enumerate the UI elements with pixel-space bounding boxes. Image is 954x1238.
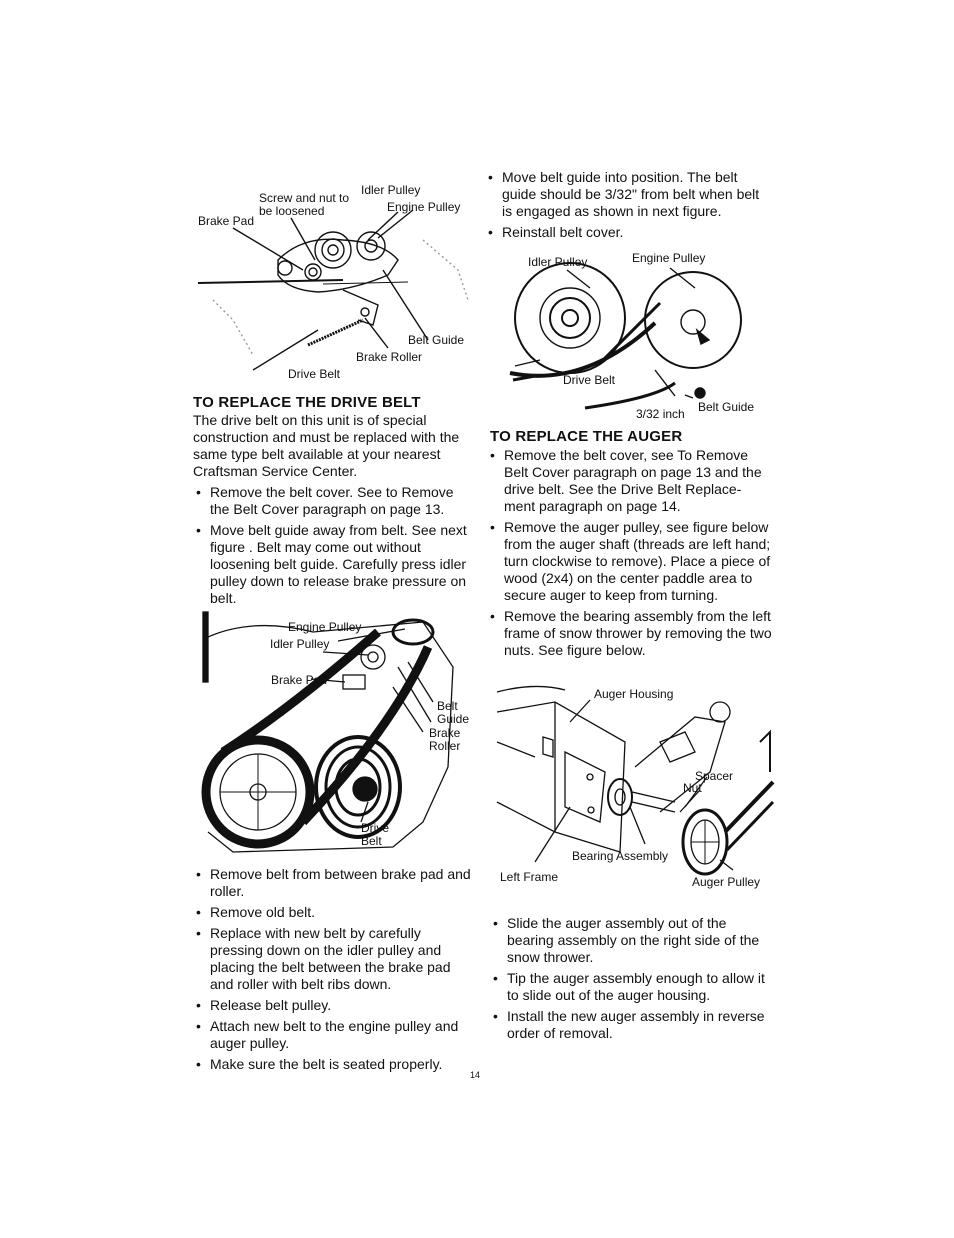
- belt-guide-gap-drawing: [509, 262, 742, 410]
- label-belt-guide: Belt Guide: [698, 400, 755, 414]
- list-item: Attach new belt to the engine pulley and…: [193, 1018, 475, 1052]
- brake-assembly-drawing: [197, 209, 469, 371]
- auger-steps-b: Slide the auger assembly out of the bear…: [490, 915, 772, 1046]
- list-item: Slide the auger assembly out of the bear…: [490, 915, 772, 966]
- label-belt: Belt: [361, 834, 382, 848]
- auger-assembly-drawing: [496, 685, 775, 876]
- label-nut: Nut: [683, 781, 702, 795]
- list-item: Install the new auger assembly in revers…: [490, 1008, 772, 1042]
- label-guide: Guide: [437, 712, 470, 726]
- heading-replace-auger: TO REPLACE THE AUGER: [490, 428, 683, 445]
- list-item: Release belt pulley.: [193, 997, 475, 1014]
- drive-belt-intro: The drive belt on this unit is of specia…: [193, 412, 460, 479]
- label-auger-housing: Auger Housing: [594, 687, 674, 701]
- figure-drive-belt-routing: Engine Pulley Idler Pulley Brake Pad Bel…: [193, 607, 478, 862]
- list-item: Move belt guide away from belt. See next…: [193, 522, 475, 607]
- figure-belt-guide-gap: Idler Pulley Engine Pulley Drive Belt Be…: [505, 248, 765, 426]
- label-idler-pulley: Idler Pulley: [361, 183, 421, 197]
- label-spacer: Spacer: [695, 769, 734, 783]
- label-brake-roller: Brake Roller: [356, 350, 423, 364]
- list-item: Move belt guide into position. The belt …: [485, 169, 767, 220]
- label-brake: Brake: [429, 726, 461, 740]
- list-item: Remove the belt cover, see To Remove Bel…: [487, 447, 772, 515]
- label-left-frame: Left Frame: [500, 870, 559, 884]
- list-item: Remove belt from between brake pad and r…: [193, 866, 475, 900]
- list-item: Remove the bearing assembly from the lef…: [487, 608, 772, 659]
- drive-belt-drawing: [201, 611, 454, 853]
- label-drive: Drive: [361, 821, 390, 835]
- list-item: Remove the auger pulley, see figure belo…: [487, 519, 772, 604]
- list-item: Make sure the belt is seated properly.: [193, 1056, 475, 1073]
- drive-belt-steps-b: Remove belt from between brake pad and r…: [193, 866, 475, 1077]
- label-drive-belt: Drive Belt: [563, 373, 616, 387]
- list-item: Remove old belt.: [193, 904, 475, 921]
- label-drive-belt: Drive Belt: [288, 367, 341, 381]
- list-item: Replace with new belt by carefully press…: [193, 925, 475, 993]
- list-item: Remove the belt cover. See to Remove the…: [193, 484, 475, 518]
- label-engine-pulley: Engine Pulley: [387, 200, 461, 214]
- drive-belt-steps-a: Remove the belt cover. See to Remove the…: [193, 484, 475, 611]
- auger-steps-a: Remove the belt cover, see To Remove Bel…: [487, 447, 772, 663]
- label-bearing-assembly: Bearing Assembly: [572, 849, 669, 863]
- label-roller: Roller: [429, 739, 461, 753]
- label-gap-measurement: 3/32 inch: [636, 407, 685, 421]
- heading-replace-drive-belt: TO REPLACE THE DRIVE BELT: [193, 394, 421, 411]
- label-engine-pulley: Engine Pulley: [288, 620, 362, 634]
- label-engine-pulley: Engine Pulley: [632, 251, 706, 265]
- label-brake-pad: Brake Pad: [198, 214, 255, 228]
- page-number: 14: [470, 1070, 481, 1080]
- list-item: Reinstall belt cover.: [485, 224, 767, 241]
- list-item: Tip the auger assembly enough to allow i…: [490, 970, 772, 1004]
- label-belt-guide: Belt Guide: [408, 333, 465, 347]
- figure-brake-pulley-assembly: Screw and nut to be loosened Idler Pulle…: [193, 180, 478, 385]
- figure-auger-bearing-assembly: Auger Housing Spacer Nut Bearing Assembl…: [495, 682, 775, 892]
- label-auger-pulley: Auger Pulley: [692, 875, 761, 889]
- label-idler-pulley: Idler Pulley: [270, 637, 330, 651]
- label-brake-pad: Brake Pad: [271, 673, 328, 687]
- belt-guide-steps: Move belt guide into position. The belt …: [485, 169, 767, 245]
- label-screw-nut: Screw and nut to: [259, 191, 350, 205]
- label-be-loosened: be loosened: [259, 204, 325, 218]
- label-belt: Belt: [437, 699, 458, 713]
- label-idler-pulley: Idler Pulley: [528, 255, 588, 269]
